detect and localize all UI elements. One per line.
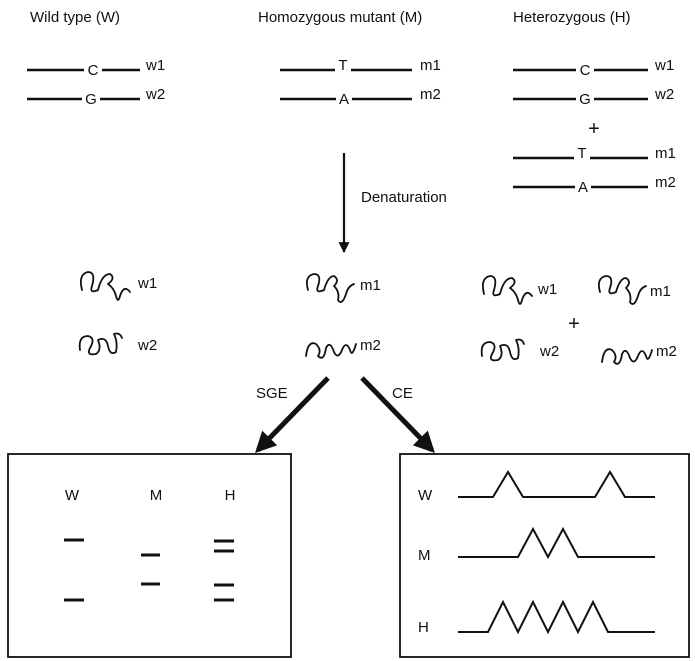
sge-label: SGE (256, 385, 288, 402)
ce-row-label-w: W (418, 487, 433, 504)
ce-row-label-h: H (418, 619, 429, 636)
strand-label-m2-hetero: m2 (655, 174, 676, 191)
header-wild-type: Wild type (W) (30, 9, 120, 26)
ss-coils-wild: w1 w2 (78, 271, 157, 356)
coil-label-m2-hetero: m2 (656, 343, 677, 360)
strand-label-w1-hetero: w1 (654, 57, 674, 74)
ce-panel: W M H (399, 453, 690, 658)
coil-label-w1-hetero: w1 (537, 281, 557, 298)
ce-trace-h (458, 599, 655, 635)
coil-label-m2-homo: m2 (360, 337, 381, 354)
ss-coils-homo: m1 m2 (305, 273, 381, 359)
sge-arrow (255, 376, 330, 454)
base-c-wild: C (88, 62, 99, 79)
sge-gel-panel: W M H (7, 453, 292, 658)
strand-label-m1-hetero: m1 (655, 145, 676, 162)
coil-label-m1-hetero: m1 (650, 283, 671, 300)
coil-w2-hetero (480, 338, 525, 362)
strand-label-w2-wild: w2 (145, 86, 165, 103)
homozygous-duplex: T m1 A m2 (280, 57, 441, 108)
ce-trace-m (458, 526, 655, 560)
plus-sign-hetero-coils: + (568, 313, 580, 335)
gel-lane-label-m: M (150, 487, 163, 504)
base-g-wild: G (85, 91, 97, 108)
header-heterozygous: Heterozygous (H) (513, 9, 631, 26)
plus-sign-hetero-duplexes: + (588, 118, 600, 140)
coil-label-w2-hetero: w2 (539, 343, 559, 360)
ce-arrow (360, 376, 435, 454)
strand-label-w2-hetero: w2 (654, 86, 674, 103)
base-a-homo: A (339, 91, 349, 108)
gel-lane-label-h: H (225, 487, 236, 504)
coil-label-w1-wild: w1 (137, 275, 157, 292)
coil-m2-homo (305, 342, 357, 359)
coil-m2-hetero (601, 348, 653, 365)
denaturation-label: Denaturation (361, 189, 447, 206)
header-homozygous: Homozygous mutant (M) (258, 9, 422, 26)
strand-label-w1-wild: w1 (145, 57, 165, 74)
coil-label-m1-homo: m1 (360, 277, 381, 294)
ss-coils-hetero: w1 m1 + w2 m2 (480, 275, 677, 365)
strand-label-m2-homo: m2 (420, 86, 441, 103)
base-c-hetero: C (580, 62, 591, 79)
ce-label: CE (392, 385, 413, 402)
wild-type-duplex: C w1 G w2 (27, 57, 165, 108)
ce-trace-w (458, 470, 655, 498)
base-t-hetero: T (577, 145, 586, 162)
heterozygous-duplexes: C w1 G w2 + T m1 A m2 (513, 57, 676, 196)
base-a-hetero: A (578, 179, 588, 196)
coil-w2-wild (78, 332, 123, 356)
base-t-homo: T (338, 57, 347, 74)
ce-row-label-m: M (418, 547, 431, 564)
coil-label-w2-wild: w2 (137, 337, 157, 354)
strand-label-m1-homo: m1 (420, 57, 441, 74)
coil-w1-hetero (481, 275, 533, 305)
gel-lane-label-w: W (65, 487, 80, 504)
coil-w1-wild (79, 271, 131, 301)
coil-m1-homo (305, 273, 355, 303)
coil-m1-hetero (597, 275, 647, 305)
base-g-hetero: G (579, 91, 591, 108)
